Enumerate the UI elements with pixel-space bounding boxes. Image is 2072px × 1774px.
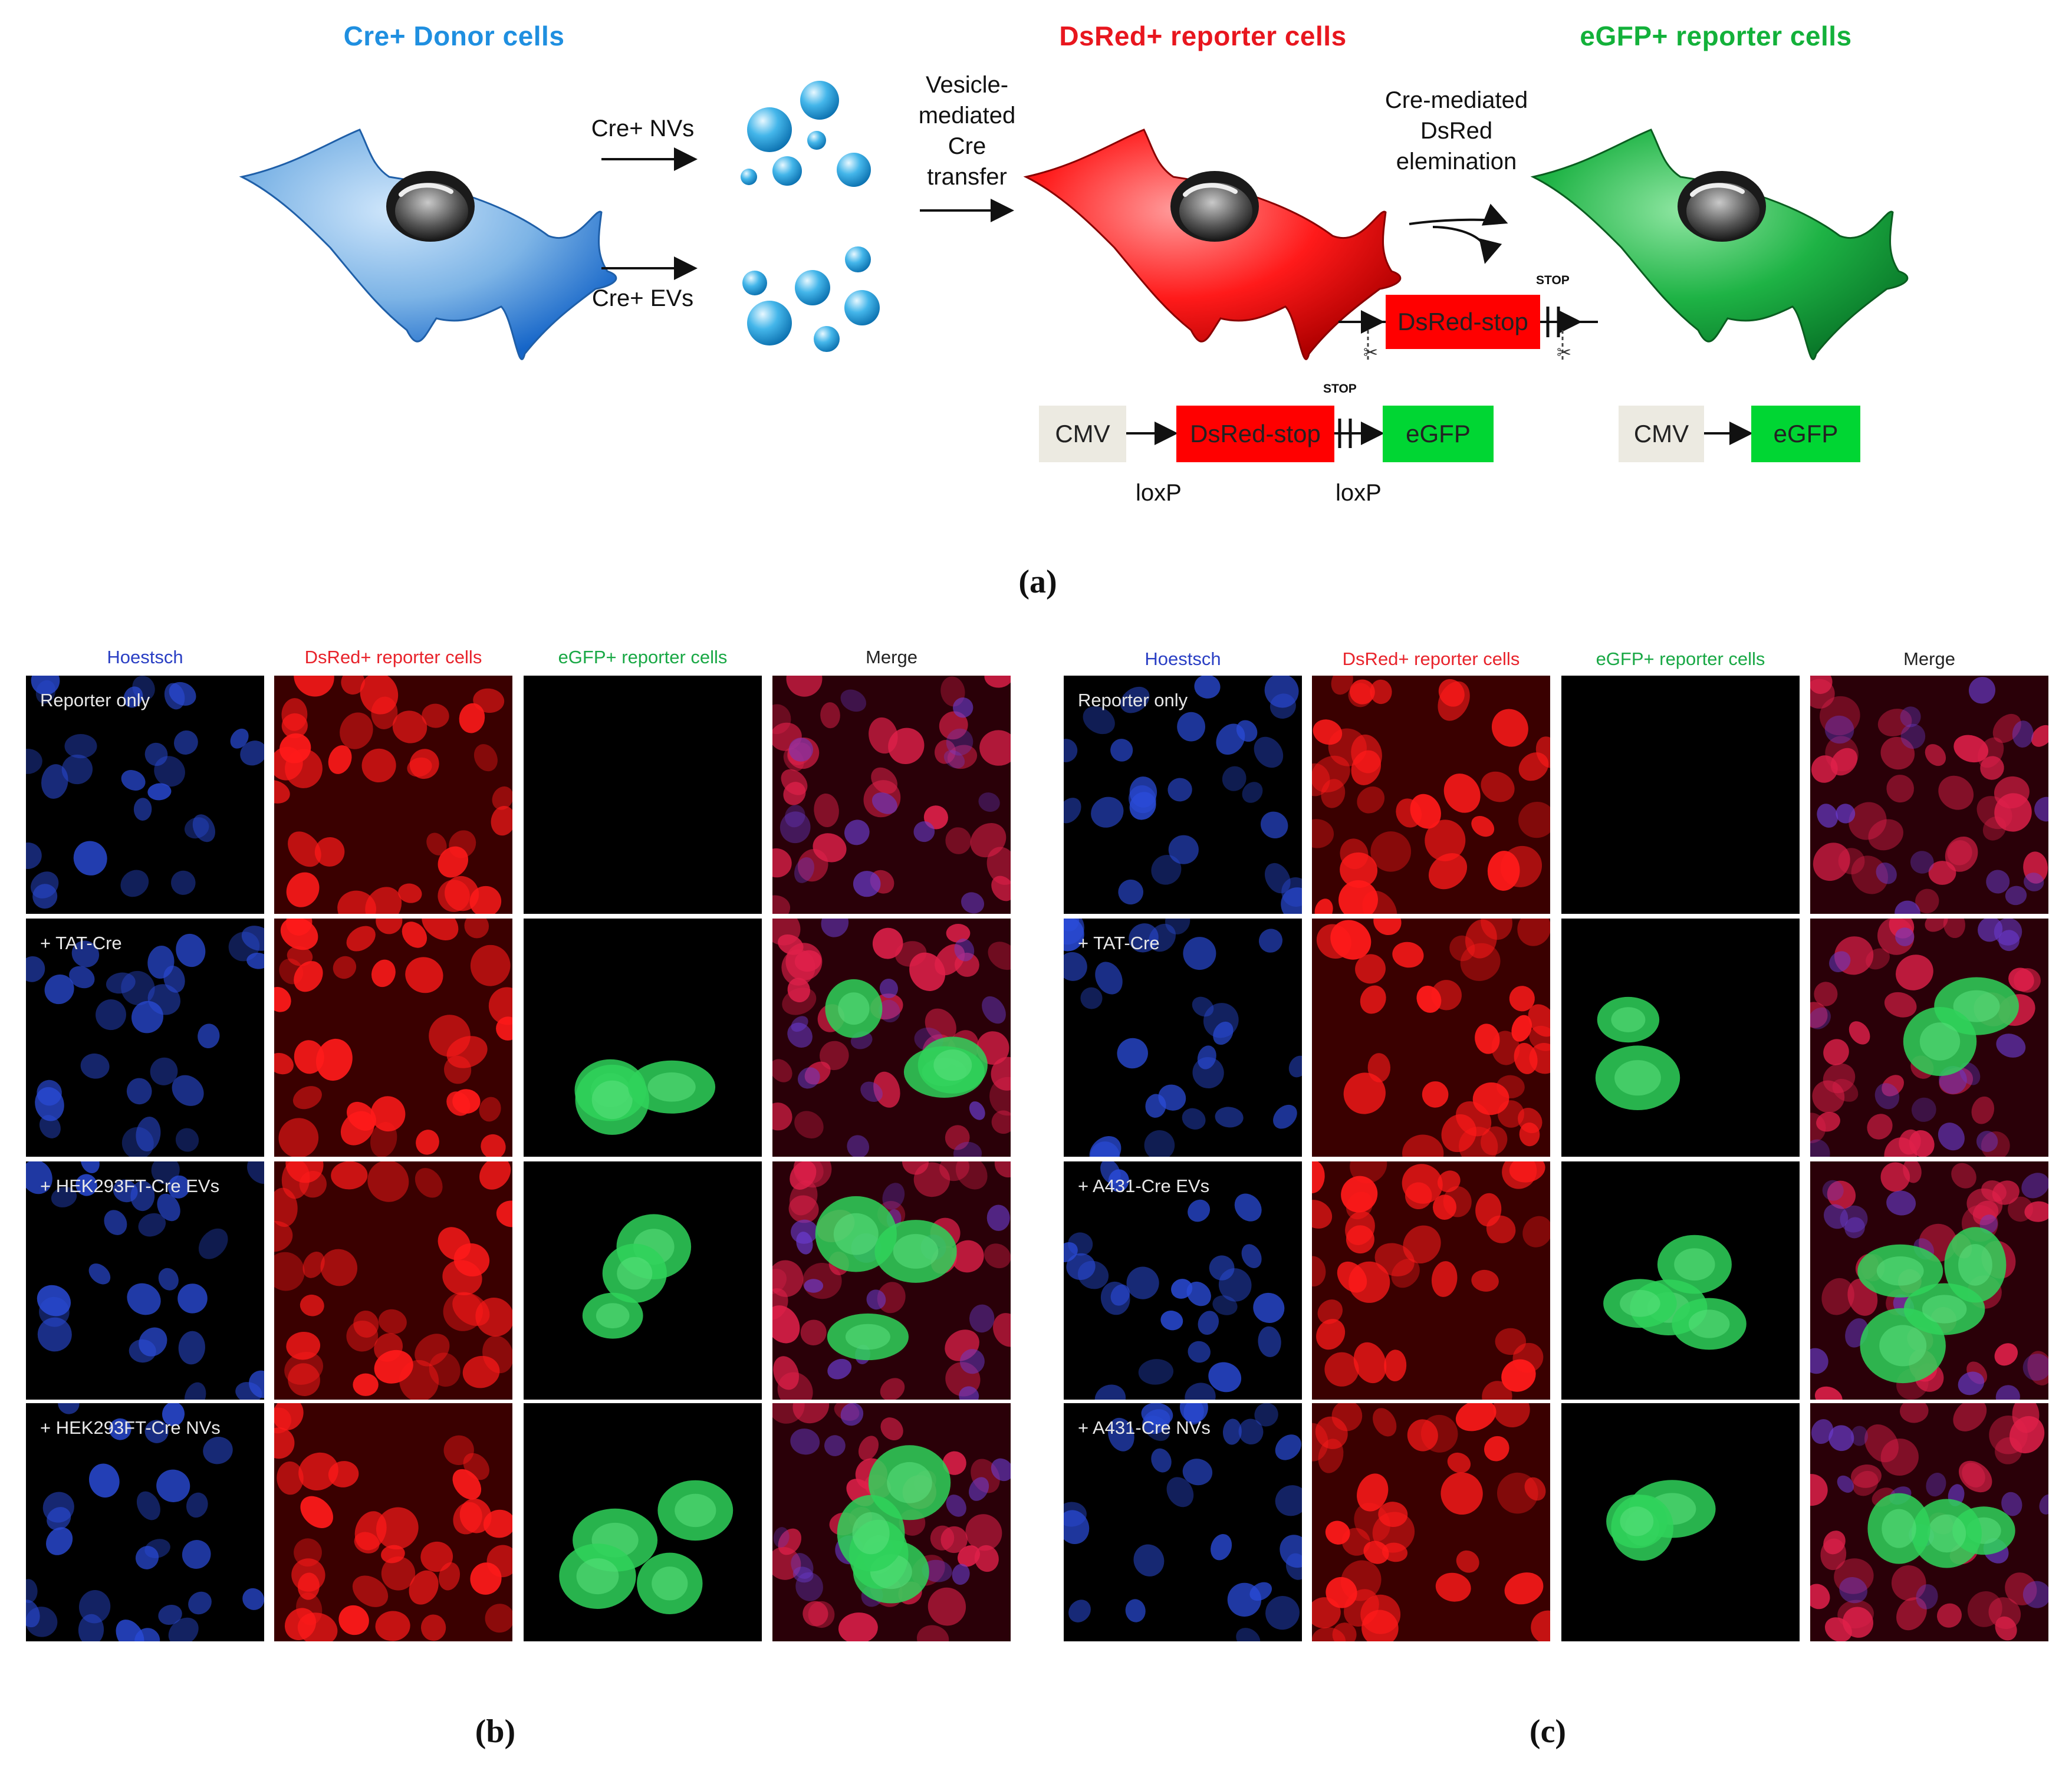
egfp-cell-illustration	[1530, 129, 1909, 360]
svg-text:✂: ✂	[1557, 343, 1571, 363]
stop-label-excised: STOP	[1536, 274, 1570, 287]
cmv-box-recombined: CMV	[1619, 406, 1704, 462]
micrograph-c-row2-merge	[1810, 919, 2048, 1157]
micrograph-b-row3-egfp	[524, 1161, 762, 1400]
caption-a: (a)	[1018, 564, 1057, 600]
cmv-box: CMV	[1039, 406, 1126, 462]
row-label-c-4: + A431-Cre NVs	[1078, 1417, 1211, 1438]
heading-donor-cells: Cre+ Donor cells	[343, 21, 565, 51]
caption-b: (b)	[475, 1713, 516, 1750]
col-header-hoechst-c: Hoestsch	[1144, 649, 1221, 669]
heading-dsred-reporter-cells: DsRed+ reporter cells	[1059, 21, 1347, 51]
col-header-dsred-b: DsRed+ reporter cells	[304, 647, 482, 667]
micrograph-b-row3-dsred	[274, 1161, 512, 1400]
micrograph-b-row4-egfp	[524, 1403, 762, 1641]
row-label-b-1: Reporter only	[40, 690, 150, 710]
micrograph-b-row4-dsred	[274, 1403, 512, 1641]
col-header-egfp-c: eGFP+ reporter cells	[1596, 649, 1765, 669]
dsred-cell-illustration	[1023, 129, 1402, 360]
dsred-stop-box: DsRed-stop	[1176, 406, 1334, 462]
col-header-hoechst-b: Hoestsch	[107, 647, 183, 667]
micrograph-b-row1-merge	[772, 676, 1011, 914]
heading-egfp-reporter-cells: eGFP+ reporter cells	[1580, 21, 1852, 51]
micrograph-c-row4-dsred	[1312, 1403, 1550, 1641]
micrograph-c-row2-egfp	[1561, 919, 1800, 1157]
micrograph-b-row2-egfp	[524, 919, 762, 1157]
micrograph-c-row2-hoechst: + TAT-Cre	[1064, 919, 1302, 1157]
elimination-label: Cre-mediated DsRed elemination	[1384, 87, 1528, 175]
stop-label: STOP	[1323, 382, 1357, 396]
micrograph-b-row1-egfp	[524, 676, 762, 914]
micrograph-c-row1-egfp	[1561, 676, 1800, 914]
col-header-dsred-c: DsRed+ reporter cells	[1342, 649, 1520, 669]
micrograph-b-row1-dsred	[274, 676, 512, 914]
micrograph-c-row1-hoechst: Reporter only	[1064, 676, 1302, 914]
micrograph-c-row4-merge	[1810, 1403, 2048, 1641]
micrograph-b-row4-hoechst: + HEK293FT-Cre NVs	[26, 1403, 264, 1641]
loxp-left-label: loxP	[1136, 480, 1182, 506]
elimination-arrow	[1409, 203, 1508, 226]
ev-vesicles	[742, 246, 880, 352]
evs-label: Cre+ EVs	[591, 285, 694, 311]
caption-c: (c)	[1529, 1713, 1567, 1750]
row-label-b-4: + HEK293FT-Cre NVs	[40, 1417, 221, 1438]
row-label-b-3: + HEK293FT-Cre EVs	[40, 1176, 220, 1196]
micrograph-c-row3-dsred	[1312, 1161, 1550, 1400]
micrograph-b-row2-hoechst: + TAT-Cre	[26, 919, 264, 1157]
micrograph-c-row3-hoechst: + A431-Cre EVs	[1064, 1161, 1302, 1400]
micrograph-c-row1-merge	[1810, 676, 2048, 914]
micrograph-b-row3-hoechst: + HEK293FT-Cre EVs	[26, 1161, 264, 1400]
excised-dsred-stop-box: DsRed-stop	[1386, 295, 1540, 349]
loxp-right-label: loxP	[1336, 480, 1382, 506]
micrograph-b-row3-merge	[772, 1161, 1011, 1400]
row-label-c-2: + TAT-Cre	[1078, 933, 1160, 953]
row-label-c-1: Reporter only	[1078, 690, 1188, 710]
micrograph-b-row1-hoechst: Reporter only	[26, 676, 264, 914]
donor-cell-illustration	[239, 129, 617, 360]
row-label-b-2: + TAT-Cre	[40, 933, 122, 953]
micrograph-b-row2-dsred	[274, 919, 512, 1157]
micrograph-c-row4-hoechst: + A431-Cre NVs	[1064, 1403, 1302, 1641]
svg-text:✂: ✂	[1363, 343, 1378, 363]
micrograph-c-row3-egfp	[1561, 1161, 1800, 1400]
row-label-c-3: + A431-Cre EVs	[1078, 1176, 1210, 1196]
micrograph-b-row2-merge	[772, 919, 1011, 1157]
micrograph-c-row1-dsred	[1312, 676, 1550, 914]
micrograph-b-row4-merge	[772, 1403, 1011, 1641]
nvs-label: Cre+ NVs	[591, 116, 695, 141]
schematic-graphics: ✂ ✂	[239, 81, 1909, 448]
egfp-box: eGFP	[1383, 406, 1494, 462]
col-header-merge-b: Merge	[866, 647, 917, 667]
egfp-box-recombined: eGFP	[1751, 406, 1860, 462]
transfer-label: Vesicle- mediated Cre transfer	[918, 72, 1016, 190]
micrograph-c-row3-merge	[1810, 1161, 2048, 1400]
col-header-merge-c: Merge	[1903, 649, 1955, 669]
micrograph-c-row4-egfp	[1561, 1403, 1800, 1641]
micrograph-c-row2-dsred	[1312, 919, 1550, 1157]
nv-vesicles	[741, 81, 871, 187]
col-header-egfp-b: eGFP+ reporter cells	[558, 647, 728, 667]
